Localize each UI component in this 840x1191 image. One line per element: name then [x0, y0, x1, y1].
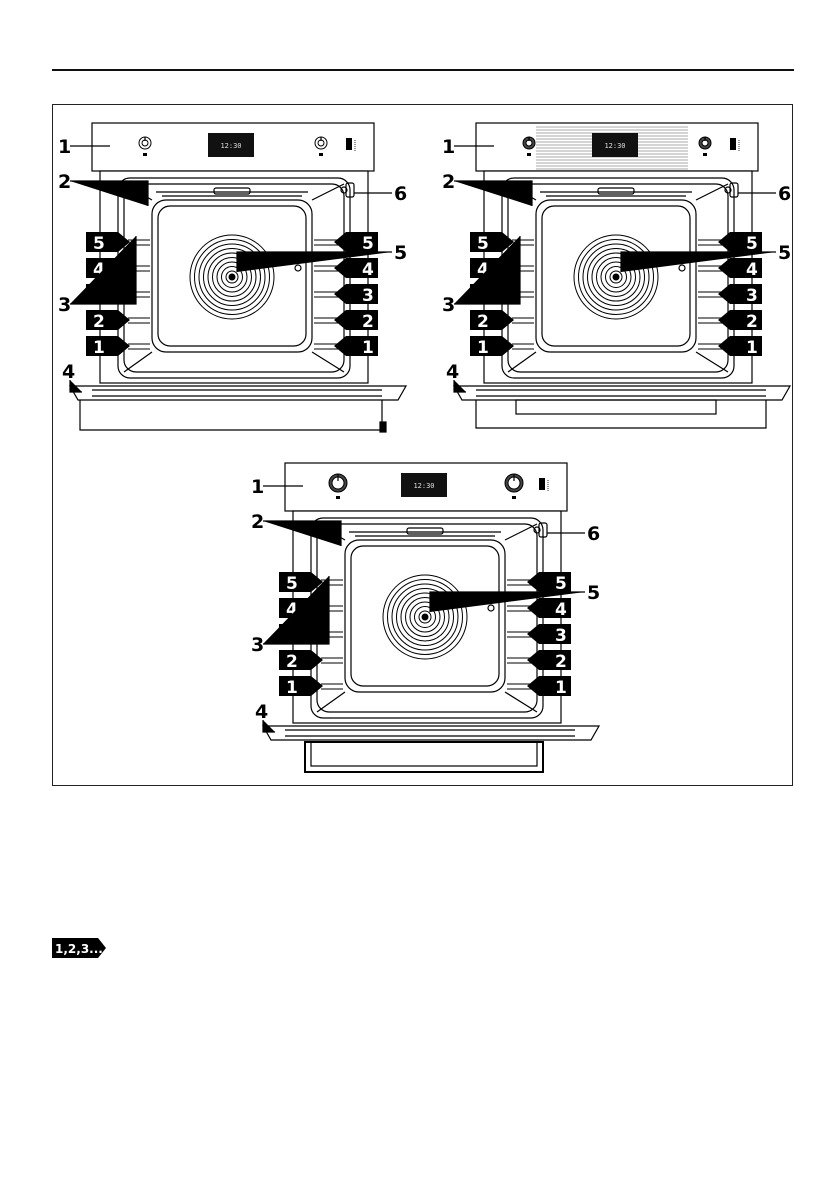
- door-foot: [380, 422, 386, 432]
- callout-3: 3: [58, 294, 71, 316]
- shelf-label-right-3: 3: [555, 626, 567, 646]
- callout-5: 5: [394, 242, 407, 264]
- callout-4: 4: [62, 361, 75, 383]
- display-readout: 12:30: [604, 142, 625, 150]
- shelf-label-left-5: 5: [93, 234, 105, 254]
- oven-diagram-b: 12:305544332211123456: [436, 118, 796, 438]
- knob-symbol-icon: [512, 496, 516, 499]
- door-handle: [516, 400, 716, 414]
- shelf-label-right-2: 2: [555, 652, 567, 672]
- fan-hub: [229, 274, 235, 280]
- shelf-label-left-2: 2: [286, 652, 298, 672]
- panel-program-icon: [730, 138, 736, 150]
- shelf-label-right-4: 4: [555, 600, 567, 620]
- callout-1: 1: [251, 476, 264, 498]
- fan-hub: [422, 614, 428, 620]
- knob-symbol-icon: [336, 496, 340, 499]
- shelf-label-right-1: 1: [555, 678, 567, 698]
- oven-door: [70, 386, 406, 400]
- oven-svg: 12:305544332211123456: [245, 458, 605, 778]
- display-readout: 12:30: [220, 142, 241, 150]
- shelf-label-right-3: 3: [362, 286, 374, 306]
- knob-symbol-icon: [319, 153, 323, 156]
- shelf-label-left-1: 1: [93, 338, 105, 358]
- callout-4: 4: [446, 361, 459, 383]
- shelf-label-left-5: 5: [477, 234, 489, 254]
- callout-5: 5: [587, 582, 600, 604]
- shelf-label-left-2: 2: [93, 312, 105, 332]
- callout-2: 2: [251, 511, 264, 533]
- shelf-label-left-5: 5: [286, 574, 298, 594]
- callout-2: 2: [442, 171, 455, 193]
- shelf-label-right-2: 2: [746, 312, 758, 332]
- oven-door: [263, 726, 599, 740]
- display-readout: 12:30: [413, 482, 434, 490]
- shelf-label-right-1: 1: [362, 338, 374, 358]
- header-rule: [52, 69, 794, 71]
- panel-program-icon: [539, 478, 545, 490]
- knob-symbol-icon: [527, 153, 531, 156]
- callout-6: 6: [587, 523, 600, 545]
- shelf-label-left-2: 2: [477, 312, 489, 332]
- oven-svg: 12:305544332211123456: [436, 118, 796, 438]
- steps-badge-text: 1,2,3...: [55, 942, 103, 956]
- callout-1: 1: [58, 136, 71, 158]
- shelf-label-right-2: 2: [362, 312, 374, 332]
- warming-drawer: [305, 742, 543, 772]
- shelf-label-right-5: 5: [746, 234, 758, 254]
- callout-1: 1: [442, 136, 455, 158]
- shelf-label-right-4: 4: [746, 260, 758, 280]
- callout-3: 3: [442, 294, 455, 316]
- callout-4: 4: [255, 701, 268, 723]
- panel-program-icon: [346, 138, 352, 150]
- shelf-label-left-1: 1: [477, 338, 489, 358]
- oven-diagram-c: 12:305544332211123456: [245, 458, 605, 778]
- shelf-label-right-4: 4: [362, 260, 374, 280]
- shelf-label-left-1: 1: [286, 678, 298, 698]
- oven-svg: 12:305544332211123456: [52, 118, 412, 438]
- oven-diagram-a: 12:305544332211123456: [52, 118, 412, 438]
- callout-6: 6: [394, 183, 407, 205]
- knob-symbol-icon: [703, 153, 707, 156]
- steps-badge: 1,2,3...: [52, 938, 106, 958]
- knob-symbol-icon: [143, 153, 147, 156]
- callout-3: 3: [251, 634, 264, 656]
- callout-2: 2: [58, 171, 71, 193]
- fan-hub: [613, 274, 619, 280]
- callout-5: 5: [778, 242, 791, 264]
- door-lower: [80, 400, 382, 430]
- shelf-label-right-1: 1: [746, 338, 758, 358]
- oven-door: [454, 386, 790, 400]
- shelf-label-right-3: 3: [746, 286, 758, 306]
- shelf-label-right-5: 5: [555, 574, 567, 594]
- shelf-label-right-5: 5: [362, 234, 374, 254]
- callout-6: 6: [778, 183, 791, 205]
